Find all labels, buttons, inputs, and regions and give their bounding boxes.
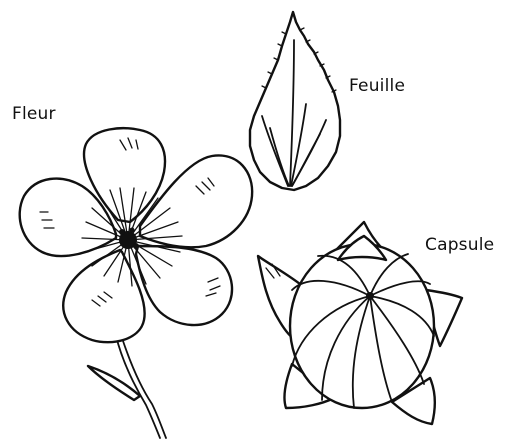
petal-lower-right xyxy=(136,246,232,325)
leaf-drawing xyxy=(250,12,340,190)
flower-drawing xyxy=(20,128,252,438)
capsule-body xyxy=(290,244,434,408)
label-leaf: Feuille xyxy=(349,76,405,96)
petal-bottom xyxy=(63,250,144,342)
label-capsule: Capsule xyxy=(425,235,494,255)
label-flower: Fleur xyxy=(12,104,56,124)
